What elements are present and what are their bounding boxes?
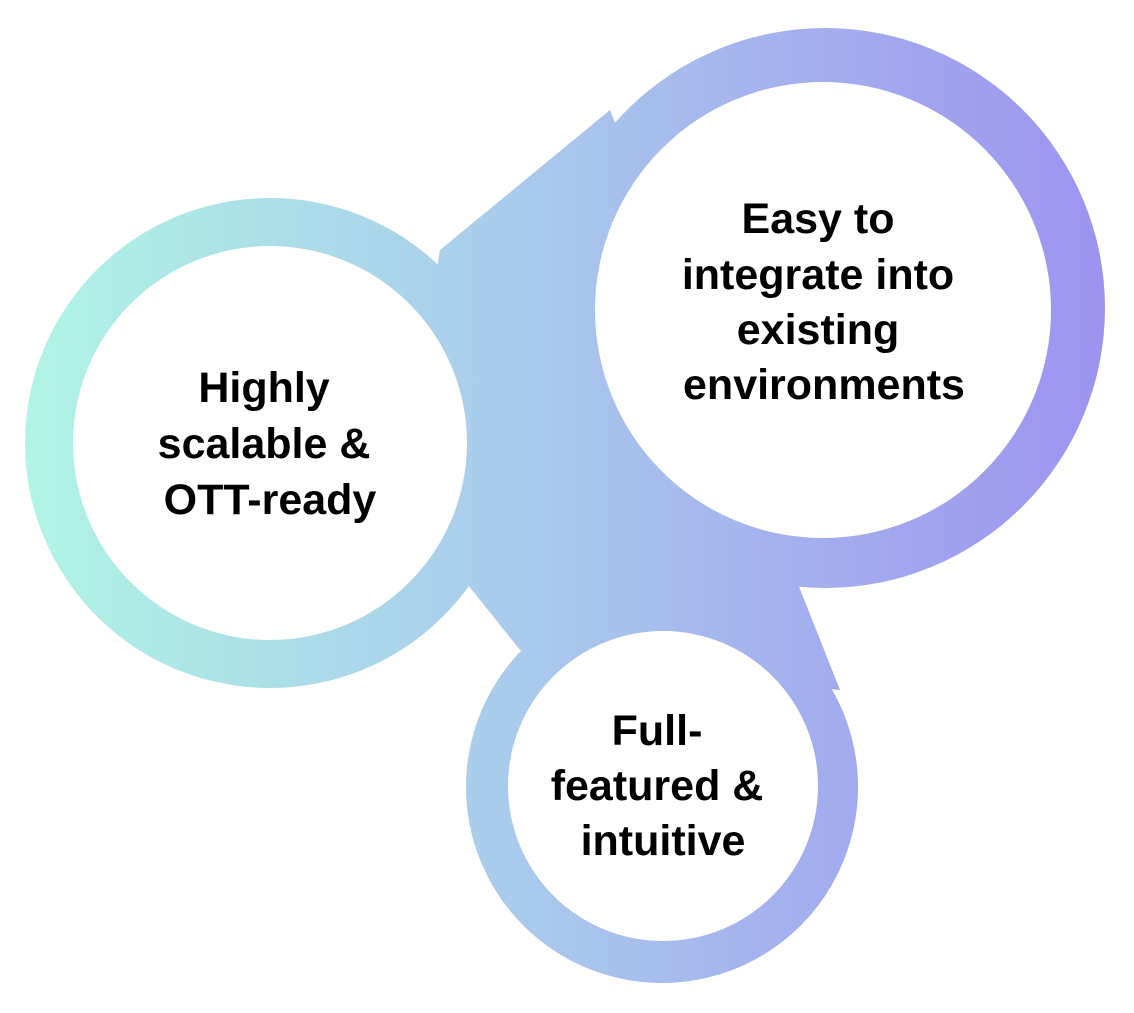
bottom-bubble-line: Full-: [612, 707, 703, 755]
top-right-bubble-line: Easy to: [742, 195, 895, 243]
bottom-bubble-line: featured &: [551, 762, 764, 810]
left-bubble-line: scalable &: [158, 420, 371, 468]
left-bubble-label: Highly scalable & OTT-ready: [158, 364, 383, 524]
top-right-bubble-label: Easy to integrate into existing environm…: [682, 195, 966, 409]
bottom-bubble-line: intuitive: [581, 817, 746, 865]
top-right-bubble-line: existing: [737, 306, 900, 354]
left-inner-circle: [73, 246, 467, 640]
left-bubble-line: Highly: [198, 364, 329, 412]
bottom-bubble-label: Full- featured & intuitive: [551, 707, 776, 865]
inner-circles: [73, 82, 1051, 941]
left-bubble-line: OTT-ready: [164, 476, 377, 524]
bottom-inner-circle: [508, 631, 818, 941]
top-right-inner-circle: [595, 82, 1051, 538]
top-right-bubble-line: integrate into: [682, 251, 954, 299]
top-right-bubble-line: environments: [683, 361, 965, 409]
